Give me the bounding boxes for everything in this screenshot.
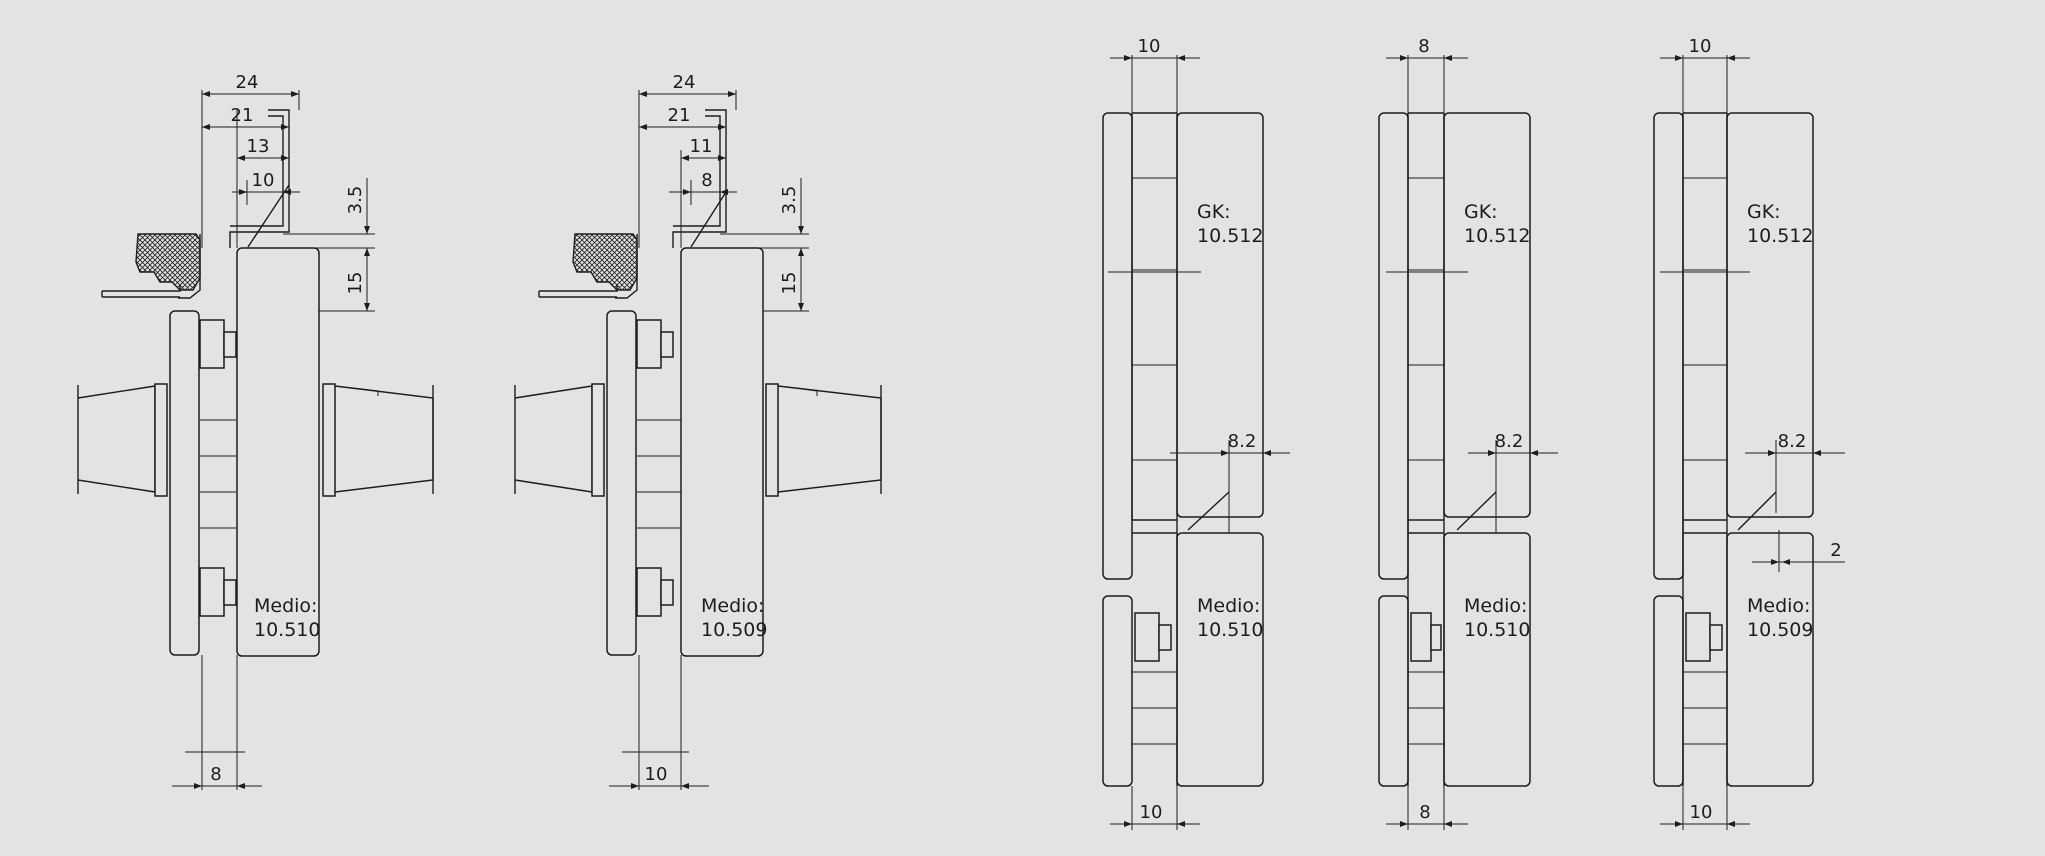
gk-label-line1: GK:: [1197, 201, 1231, 223]
detail-3: 10 8.2 10 GK: 10.512 Medio: 10.510: [1102, 36, 1290, 830]
dim-8-2: 8.2: [1495, 431, 1524, 452]
gk-label-line1: GK:: [1464, 201, 1498, 223]
screw-block: [199, 319, 225, 369]
gk-label-line2: 10.512: [1747, 225, 1813, 247]
handle-right: [765, 383, 882, 497]
dim-8-2: 8.2: [1778, 431, 1807, 452]
gk-label-line1: GK:: [1747, 201, 1781, 223]
dim-24: 24: [236, 72, 259, 93]
detail-1: 24 21 13 10 3.5 15 8 Medio: 10.510: [77, 72, 434, 790]
handle-right: [322, 383, 434, 497]
dim-11: 11: [690, 136, 713, 157]
gk-label-line2: 10.512: [1464, 225, 1530, 247]
dim-13: 13: [247, 136, 270, 157]
dim-3-5: 3.5: [779, 186, 800, 215]
glass-label-line2: 10.509: [701, 619, 767, 641]
dim-24: 24: [673, 72, 696, 93]
l-profile: [229, 109, 290, 248]
dim-21: 21: [668, 105, 691, 126]
dim-bottom: 10: [1690, 802, 1713, 823]
seal-profile: [101, 233, 201, 299]
medio-label-line1: Medio:: [1747, 595, 1810, 617]
dim-3-5: 3.5: [345, 186, 366, 215]
dim-15: 15: [779, 272, 800, 295]
dim-bottom: 8: [210, 764, 221, 785]
medio-label-line2: 10.509: [1747, 619, 1813, 641]
gk-label-line2: 10.512: [1197, 225, 1263, 247]
dim-10: 10: [252, 170, 275, 191]
dim-21: 21: [231, 105, 254, 126]
dim-top: 10: [1689, 36, 1712, 57]
dim-15: 15: [345, 272, 366, 295]
glass-label-line2: 10.510: [254, 619, 320, 641]
handle-left: [514, 383, 605, 497]
handle-left: [77, 383, 168, 497]
glass-label-line1: Medio:: [701, 595, 764, 617]
hinge-plate: [169, 310, 200, 656]
dim-bottom: 10: [1140, 802, 1163, 823]
glass-panel: [236, 247, 320, 657]
seal-profile: [538, 233, 638, 299]
dim-8-2: 8.2: [1228, 431, 1257, 452]
medio-label-line1: Medio:: [1464, 595, 1527, 617]
detail-2: 24 21 11 8 3.5 15 10 Medio: 10.509: [514, 72, 882, 790]
dim-2: 2: [1830, 540, 1841, 561]
medio-label-line2: 10.510: [1464, 619, 1530, 641]
dim-8: 8: [701, 170, 712, 191]
medio-label-line2: 10.510: [1197, 619, 1263, 641]
detail-4: 8 8.2 8 GK: 10.512 Medio: 10.510: [1378, 36, 1558, 830]
dim-bottom: 8: [1419, 802, 1430, 823]
dim-top: 8: [1418, 36, 1429, 57]
glass-label-line1: Medio:: [254, 595, 317, 617]
dim-bottom: 10: [645, 764, 668, 785]
detail-5: 10 8.2 2 10 GK: 10.512 Medio: 10.509: [1653, 36, 1845, 830]
medio-label-line1: Medio:: [1197, 595, 1260, 617]
dim-top: 10: [1138, 36, 1161, 57]
